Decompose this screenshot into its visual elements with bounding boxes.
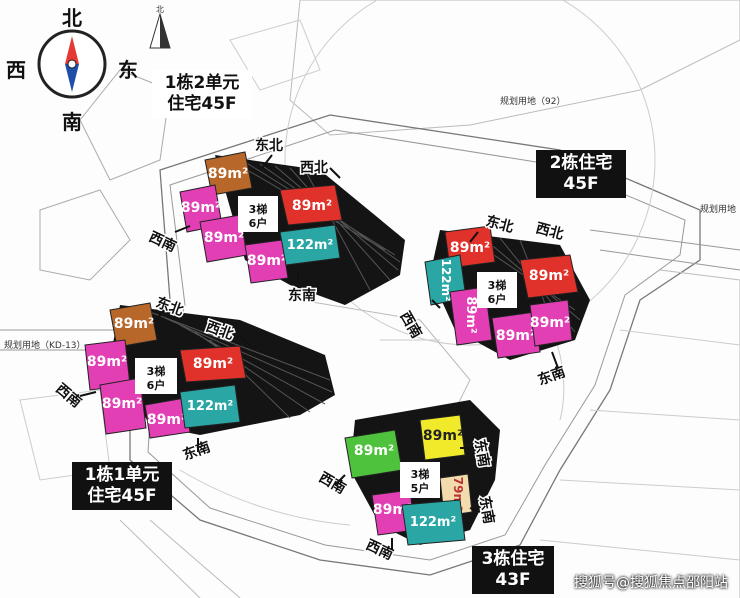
unit-area-label: 122m² (287, 238, 333, 253)
unit-area-label: 89m² (193, 356, 233, 372)
unit-area-label: 89m² (87, 354, 127, 370)
unit-block: 89m² (491, 311, 541, 359)
orientation-label: 西北 (300, 160, 328, 176)
unit-area-label: 122m² (410, 515, 456, 530)
callout-building-1-unit-2: 1栋2单元 住宅45F (152, 70, 252, 118)
map-label-plot-right: 规划用地 (700, 205, 737, 215)
unit-area-label: 89m² (354, 443, 394, 459)
unit-area-label: 89m² (247, 253, 287, 269)
unit-block: 89m² (199, 214, 248, 263)
unit-block: 89m² (419, 414, 466, 461)
direction-arrow-icons (174, 154, 341, 284)
unit-block: 89m² (179, 345, 247, 383)
compass-east-label: 东 (118, 58, 138, 82)
orientation-label: 西北 (534, 220, 565, 243)
building-1-unit-2: 89m² 89m² 89m² 89m² 89m² 122m² (145, 136, 405, 306)
orientation-label: 东南 (476, 495, 498, 526)
compass-west-label: 西 (6, 58, 26, 82)
unit-block: 89m² (84, 339, 131, 391)
direction-arrow-icons (431, 231, 559, 369)
unit-area-label: 122m² (187, 399, 233, 414)
unit-area-label: 89m² (204, 230, 244, 246)
compass-south-label: 南 (62, 110, 82, 134)
watermark: 搜狐号@搜狐焦点邵阳站 (574, 575, 728, 591)
map-label-plot-92: 规划用地（92） (500, 97, 566, 107)
unit-block: 89m² (529, 299, 573, 347)
unit-block: 122m² (279, 224, 341, 266)
unit-area-label: 89m² (529, 268, 569, 284)
unit-block: 89m² (519, 254, 579, 299)
orientation-label: 西南 (397, 309, 426, 342)
unit-block: 89m² (279, 184, 343, 226)
unit-block: 89m² (244, 239, 289, 284)
unit-area-label: 89m² (292, 198, 332, 214)
unit-block: 122m² (401, 499, 466, 546)
unit-block: 89m² (204, 151, 253, 196)
unit-area-label: 89m² (208, 166, 248, 182)
north-arrow-icon: 北 (149, 5, 171, 49)
north-arrow-label: 北 (156, 5, 164, 14)
orientation-label: 东南 (181, 438, 213, 464)
unit-area-label: 89m² (181, 200, 221, 216)
compass-north-label: 北 (62, 6, 82, 30)
unit-area-label: 89m² (450, 240, 490, 256)
callout-building-1-unit-1: 1栋1单元 住宅45F (72, 462, 172, 510)
direction-arrow-icons (334, 447, 481, 550)
unit-block: 89m² (109, 302, 158, 348)
orientation-label: 东南 (288, 287, 316, 304)
orientation-label: 西南 (316, 469, 349, 498)
orientation-label: 西南 (146, 228, 179, 255)
unit-block: 89m² (344, 429, 403, 479)
direction-arrow-icons (79, 309, 251, 452)
map-label-plot-left: 规划用地（KD-13） (4, 341, 86, 351)
unit-area-label: 89m² (530, 315, 570, 331)
unit-area-label: 89m² (102, 396, 142, 412)
callout-building-3: 3栋住宅 43F (472, 546, 554, 594)
compass-icon (37, 29, 107, 99)
unit-area-label: 89m² (496, 328, 536, 344)
orientation-label: 东北 (255, 137, 283, 154)
orientation-label: 东南 (536, 363, 568, 389)
building-1-unit-1: 89m² 89m² 89m² 89m² 89m² 122m² (51, 292, 335, 465)
unit-area-label: 89m² (423, 428, 463, 444)
unit-area-label: 89m² (114, 316, 154, 332)
callout-building-2: 2栋住宅 45F (536, 150, 626, 198)
unit-block: 89m² (144, 397, 191, 439)
unit-area-label: 122m² (439, 259, 453, 302)
unit-area-label: 89m² (463, 296, 478, 333)
unit-block: 122m² (179, 384, 241, 429)
unit-area-label: 89m² (147, 412, 187, 428)
unit-block: 89m² (99, 377, 147, 435)
orientation-label: 西南 (363, 536, 396, 563)
